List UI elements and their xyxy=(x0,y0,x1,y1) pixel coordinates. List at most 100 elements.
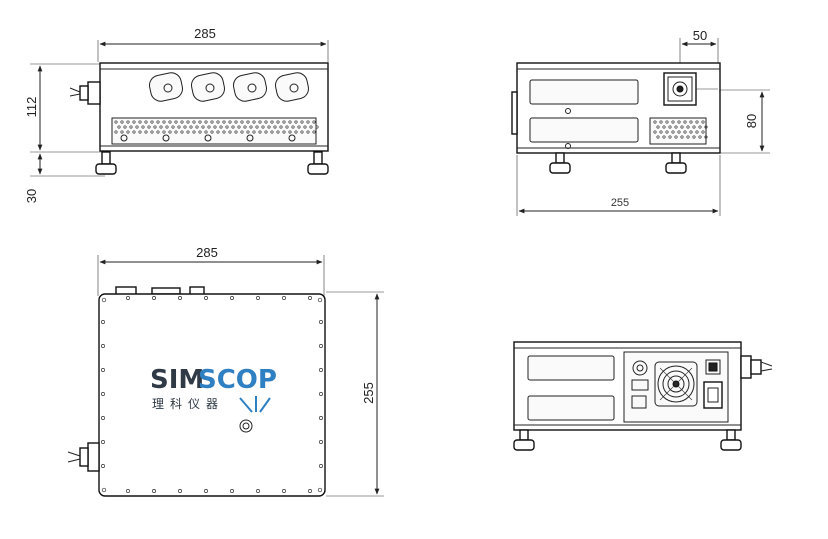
side-connector-label: 50 xyxy=(693,28,707,43)
vent-hole xyxy=(240,120,244,124)
vent-hole xyxy=(294,120,298,124)
vent-hole xyxy=(279,125,283,129)
vent-hole xyxy=(683,120,687,124)
vent-hole xyxy=(303,125,307,129)
top-view: 285 255 SIM SCOP 理科仪器 xyxy=(67,245,384,497)
vent-hole xyxy=(114,130,118,134)
vent-hole xyxy=(258,130,262,134)
vent-hole xyxy=(225,125,229,129)
vent-hole xyxy=(150,130,154,134)
vent-hole xyxy=(306,130,310,134)
vent-hole xyxy=(255,125,259,129)
vent-hole xyxy=(126,120,130,124)
vent-hole xyxy=(234,120,238,124)
vent-hole xyxy=(231,125,235,129)
vent-hole xyxy=(171,125,175,129)
vent-hole xyxy=(126,130,130,134)
vent-hole xyxy=(662,135,666,139)
vent-hole xyxy=(177,125,181,129)
vent-hole xyxy=(698,125,702,129)
vent-hole xyxy=(665,130,669,134)
vent-hole xyxy=(288,120,292,124)
vent-hole xyxy=(288,130,292,134)
screw-hole xyxy=(319,344,323,348)
vent-hole xyxy=(243,125,247,129)
screw-hole xyxy=(126,296,130,300)
screw-hole xyxy=(101,416,105,420)
screw-hole xyxy=(282,296,286,300)
screw-hole xyxy=(319,392,323,396)
vent-hole xyxy=(677,120,681,124)
front-feet-label: 30 xyxy=(24,189,39,203)
vent-hole xyxy=(138,120,142,124)
vent-hole xyxy=(252,130,256,134)
vent-hole xyxy=(117,125,121,129)
screw-hole xyxy=(319,416,323,420)
vent-hole xyxy=(677,130,681,134)
vent-hole xyxy=(180,130,184,134)
vent-hole xyxy=(698,135,702,139)
vent-hole xyxy=(315,125,319,129)
screw-hole xyxy=(308,296,312,300)
vent-hole xyxy=(282,130,286,134)
vent-hole xyxy=(653,120,657,124)
vent-hole xyxy=(120,120,124,124)
vent-hole xyxy=(312,130,316,134)
vent-hole xyxy=(210,120,214,124)
vent-hole xyxy=(659,130,663,134)
vent-hole xyxy=(680,135,684,139)
vent-hole xyxy=(273,125,277,129)
vent-hole xyxy=(237,125,241,129)
side-depth-label: 255 xyxy=(611,197,629,209)
vent-hole xyxy=(165,125,169,129)
vent-hole xyxy=(216,120,220,124)
vent-hole xyxy=(144,130,148,134)
screw-hole xyxy=(308,489,312,493)
front-view: 285 112 30 xyxy=(24,26,329,203)
screw-hole xyxy=(204,296,208,300)
vent-hole xyxy=(156,130,160,134)
vent-hole xyxy=(674,135,678,139)
vent-hole xyxy=(683,130,687,134)
vent-hole xyxy=(309,125,313,129)
vent-hole xyxy=(207,125,211,129)
vent-hole xyxy=(141,125,145,129)
vent-hole xyxy=(153,125,157,129)
vent-hole xyxy=(222,130,226,134)
vent-hole xyxy=(234,130,238,134)
screw-hole xyxy=(101,487,107,493)
vent-hole xyxy=(114,120,118,124)
vent-hole xyxy=(300,120,304,124)
front-vent-grille xyxy=(114,120,319,134)
vent-hole xyxy=(186,120,190,124)
screw-hole xyxy=(317,487,323,493)
screw-hole xyxy=(126,489,130,493)
vent-hole xyxy=(168,130,172,134)
screw-hole xyxy=(319,368,323,372)
vent-hole xyxy=(686,135,690,139)
vent-hole xyxy=(297,125,301,129)
vent-hole xyxy=(123,125,127,129)
vent-hole xyxy=(701,120,705,124)
side-view: 50 80 255 xyxy=(511,28,770,216)
screw-hole xyxy=(101,344,105,348)
vent-hole xyxy=(192,120,196,124)
screw-hole xyxy=(256,296,260,300)
vent-hole xyxy=(264,130,268,134)
vent-hole xyxy=(267,125,271,129)
vent-hole xyxy=(276,120,280,124)
vent-hole xyxy=(695,120,699,124)
brand-logo: SIM SCOP 理科仪器 xyxy=(150,365,277,413)
screw-hole xyxy=(319,440,323,444)
logo-text-chinese: 理科仪器 xyxy=(152,397,224,411)
vent-hole xyxy=(156,120,160,124)
screw-holes xyxy=(101,296,323,493)
vent-hole xyxy=(246,130,250,134)
vent-hole xyxy=(120,130,124,134)
top-depth-label: 255 xyxy=(361,382,376,404)
vent-hole xyxy=(285,125,289,129)
vent-hole xyxy=(162,120,166,124)
screw-hole xyxy=(101,297,107,303)
vent-hole xyxy=(174,120,178,124)
screw-hole xyxy=(256,489,260,493)
